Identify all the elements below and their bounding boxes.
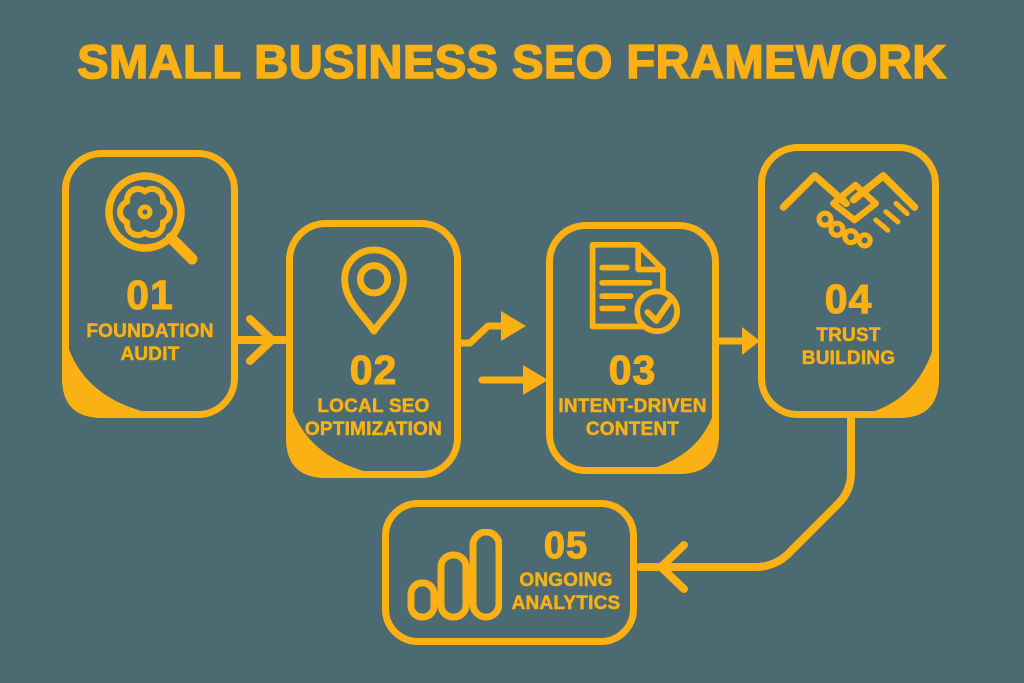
gear-hub [137, 204, 153, 220]
bar-chart-icon [407, 528, 503, 621]
handshake-left-arm [779, 172, 850, 211]
step-number: 01 [126, 272, 174, 318]
step-number: 04 [824, 276, 873, 322]
step-card-intent-driven-content: 03 INTENT-DRIVEN CONTENT [546, 222, 719, 474]
handshake-knuckle-4 [856, 232, 873, 249]
bar-tall [469, 528, 503, 621]
document-fold [635, 241, 666, 273]
location-pin-icon [340, 246, 407, 335]
step-number: 02 [349, 347, 398, 393]
step-label: FOUNDATION AUDIT [86, 321, 214, 365]
arrow-step1-step2-chevron-icon [246, 315, 276, 365]
handshake-clasp [829, 181, 879, 224]
handshake-knuckle-1 [815, 210, 834, 228]
step-label: LOCAL SEO OPTIMIZATION [304, 396, 443, 440]
magnifier-gear-icon [105, 172, 198, 265]
page-title: SMALL BUSINESS SEO FRAMEWORK [76, 34, 947, 89]
pin-outline [340, 246, 407, 335]
check-mark-icon [644, 296, 674, 324]
handshake-icon [779, 172, 918, 249]
bar-small [407, 579, 438, 621]
connector-step4-step5-chevron-icon [657, 541, 688, 593]
arrow-step2-step3-lower-head-icon [523, 365, 548, 395]
step-number: 03 [608, 347, 657, 393]
arrow-step2-step3-upper-head-icon [501, 311, 526, 341]
step5-text-block: 05 ONGOING ANALYTICS [502, 525, 630, 616]
step-card-ongoing-analytics: 05 ONGOING ANALYTICS [382, 500, 637, 645]
magnifier-handle [165, 232, 198, 265]
handshake-fingers [872, 200, 910, 233]
step-card-trust-building: 04 TRUST BUILDING [758, 144, 939, 418]
document-check-icon [589, 241, 680, 335]
document-text-lines [599, 264, 653, 312]
step-card-local-seo-optimization: 02 LOCAL SEO OPTIMIZATION [286, 220, 461, 478]
step-label: ONGOING ANALYTICS [511, 570, 621, 614]
step-number: 05 [543, 525, 589, 567]
step-label: INTENT-DRIVEN CONTENT [558, 396, 707, 440]
pin-center-ring [356, 262, 391, 297]
step-label: TRUST BUILDING [801, 325, 896, 369]
magnifier-lens [105, 172, 185, 252]
handshake-knuckle-3 [841, 228, 859, 246]
handshake-knuckle-2 [827, 220, 846, 238]
bar-medium [437, 551, 470, 621]
arrow-step2-step3-upper-line [457, 322, 506, 347]
bar-chart-icon-wrap [407, 528, 503, 626]
step-card-foundation-audit: 01 FOUNDATION AUDIT [62, 150, 238, 418]
gear-shape [117, 185, 173, 239]
